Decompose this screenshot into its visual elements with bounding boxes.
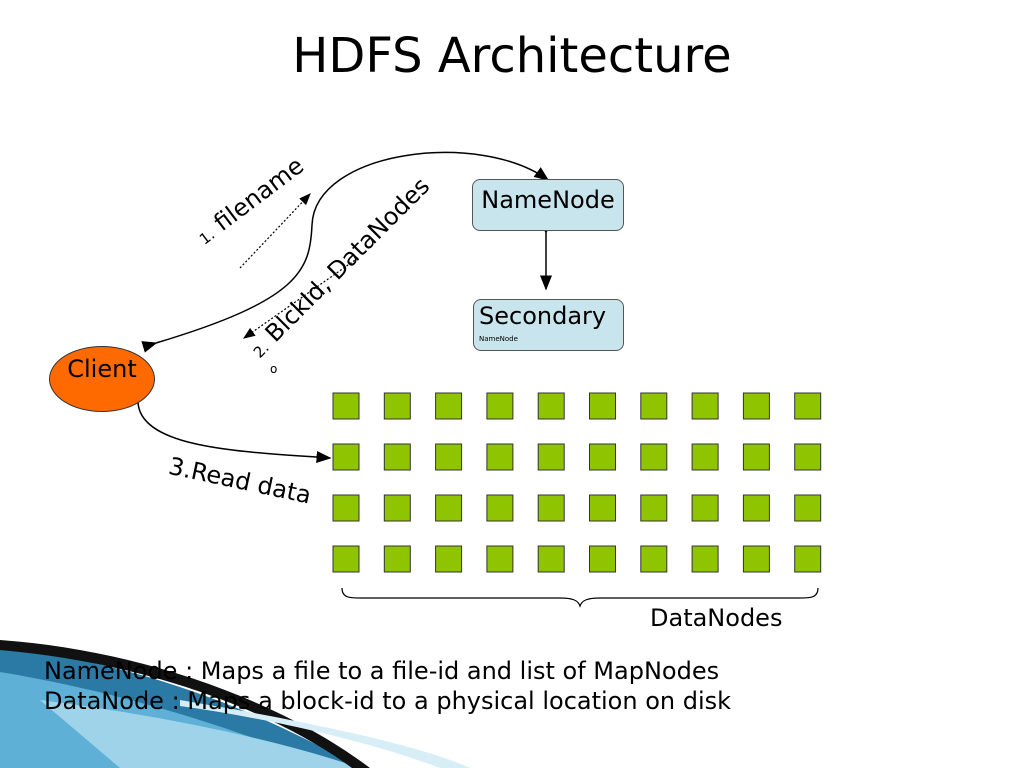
blockid-extra-mark: o — [270, 362, 278, 376]
datanode-block — [794, 392, 822, 420]
secondary-sub-label: NameNode — [479, 335, 518, 343]
datanode-block — [486, 545, 514, 573]
datanode-block — [640, 443, 668, 471]
datanode-block — [794, 545, 822, 573]
datanode-block — [332, 494, 360, 522]
datanode-block — [486, 443, 514, 471]
filename-arrow — [239, 193, 311, 269]
note-namenode: NameNode : Maps a file to a file-id and … — [44, 657, 720, 685]
datanode-block — [691, 443, 719, 471]
blockid-arrow — [243, 257, 359, 339]
datanode-block — [383, 392, 411, 420]
datanode-block — [383, 545, 411, 573]
datanode-block — [691, 494, 719, 522]
namenode-box: NameNode — [472, 179, 624, 231]
datanode-block — [742, 545, 770, 573]
datanode-block — [640, 392, 668, 420]
datanode-block — [742, 443, 770, 471]
datanode-block — [332, 443, 360, 471]
namenode-label: NameNode — [481, 186, 615, 214]
secondary-namenode-box: Secondary NameNode — [473, 299, 624, 351]
datanode-block — [537, 443, 565, 471]
datanode-block — [537, 545, 565, 573]
note-datanode: DataNode : Maps a block-id to a physical… — [44, 687, 732, 715]
datanodes-label: DataNodes — [650, 604, 783, 632]
datanode-block — [589, 443, 616, 471]
notes: NameNode : Maps a file to a file-id and … — [44, 656, 731, 716]
corner-decoration — [0, 640, 470, 768]
datanode-block — [589, 545, 616, 573]
datanode-block — [486, 494, 514, 522]
datanode-block — [691, 392, 719, 420]
datanode-block — [589, 392, 616, 420]
datanode-block — [794, 443, 822, 471]
secondary-label: Secondary — [479, 302, 607, 330]
page-title: HDFS Architecture — [292, 28, 732, 84]
datanode-block — [486, 392, 514, 420]
datanode-block — [742, 392, 770, 420]
datanode-grid — [332, 392, 822, 573]
read-data-curve — [131, 388, 332, 463]
datanode-block — [435, 392, 463, 420]
datanode-block — [383, 443, 411, 471]
datanode-block — [537, 494, 565, 522]
datanode-block — [794, 494, 822, 522]
datanode-block — [332, 545, 360, 573]
datanodes-brace — [341, 587, 819, 608]
datanode-block — [435, 443, 463, 471]
datanode-block — [435, 545, 463, 573]
datanode-block — [332, 392, 360, 420]
datanode-block — [435, 494, 463, 522]
client-namenode-curve — [141, 151, 550, 353]
datanode-block — [537, 392, 565, 420]
client-label: Client — [67, 355, 137, 383]
datanode-block — [640, 545, 668, 573]
datanode-block — [691, 545, 719, 573]
datanode-block — [383, 494, 411, 522]
datanode-block — [742, 494, 770, 522]
client-node: Client — [49, 346, 155, 412]
datanode-block — [589, 494, 616, 522]
datanode-block — [640, 494, 668, 522]
